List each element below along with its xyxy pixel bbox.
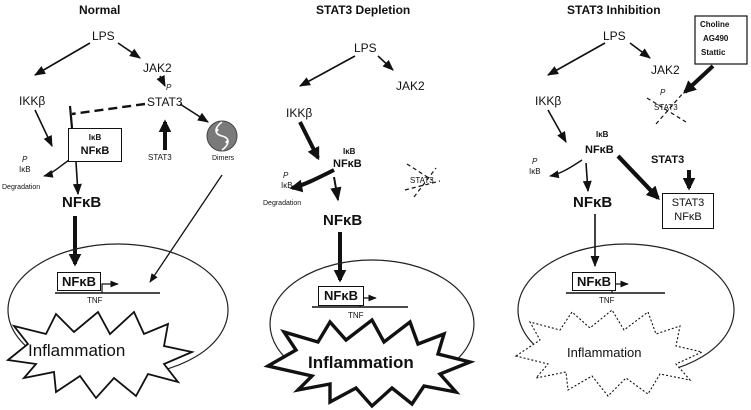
nfkb-nucleus-box: NFκB [318,286,364,306]
arrow-degradation [289,168,335,193]
complex-stat3-label: STAT3 [671,197,705,209]
degradation-label: Degradation [263,200,302,207]
phospho-stat3-p: P [660,88,666,97]
phospho-ikb-p: P [22,155,28,164]
complex-nfkb: NFκB [80,145,110,157]
inhibitor-box [694,15,748,65]
nfkb-nucleus-label: NFκB [62,274,96,289]
phospho-ikb-label: IκB [281,181,293,190]
inhibitor-3: Stattic [701,48,726,57]
complex-ikb: IκB [88,133,102,142]
arrow-lps-jak2 [117,42,141,59]
phospho-ikb-label: IκB [529,167,541,176]
arrow-lps-ikkb [34,42,91,76]
inflammation-label: Inflammation [28,341,126,360]
ikkb-label: IKKβ [535,94,562,108]
inflammation-label: Inflammation [567,345,642,360]
nfkb-nucleus-box: NFκB [572,272,616,291]
arrow-complex-nfkb [582,162,592,193]
complex-ikb: IκB [596,130,609,139]
arrow-ikkb-complex [547,109,567,143]
nfkb-label: NFκB [573,194,613,211]
jak2-label: JAK2 [651,63,680,77]
tnf-label: TNF [348,311,364,320]
arrow-lps-jak2 [629,42,651,59]
arrow-inhibitor-stat3 [683,64,715,94]
arrow-stat3-dimers [179,103,209,123]
lps-label: LPS [354,41,377,55]
ikkb-label: IKKβ [286,106,313,120]
inhibitor-1: Choline [700,20,730,29]
complex-nfkb: NFκB [333,158,362,170]
jak2-label: JAK2 [396,79,425,93]
lps-label: LPS [603,29,626,43]
stat3-lower-label: STAT3 [148,153,172,162]
panel-normal [5,42,238,400]
panel-inhibition [514,15,748,397]
nfkb-nucleus-label: NFκB [577,274,611,289]
inhibition-bar [68,105,74,129]
stat3-crossed-label: STAT3 [410,176,434,185]
lps-label: LPS [92,29,115,43]
inflammation-burst [514,309,704,397]
arrow-dimers-nucleus [149,174,223,283]
degradation-label: Degradation [2,184,41,191]
arrow-complex-nfkb [330,176,342,202]
ikb-nfkb-complex: IκB NFκB [68,128,122,162]
arrow-complex-nfkb [72,161,82,196]
ikkb-label: IKKβ [19,94,46,108]
dimers-label: Dimers [212,155,235,162]
inflammation-burst [5,310,195,400]
stat3-crossed-label: STAT3 [654,103,678,112]
stat3-crossed-top [646,91,687,125]
arrow-complex-stat3nfkb [616,154,660,200]
stat3-label: STAT3 [147,95,183,109]
phospho-label: P [166,83,172,92]
phospho-ikb-p: P [532,157,538,166]
arrow-lps-jak2 [377,55,394,71]
stat3-ikb-inhibition [71,102,146,116]
tnf-label: TNF [599,296,615,305]
arrow-lps-ikkb [299,55,356,87]
arrow-jak2-stat3 [156,74,166,88]
inflammation-burst [263,317,476,409]
arrow-lps-ikkb [547,42,606,76]
stat3-nfkb-complex: STAT3 NFκB [662,193,714,229]
dimers-icon [206,120,238,152]
complex-nfkb: NFκB [585,144,614,156]
panel-title-inhibition: STAT3 Inhibition [567,3,661,17]
nfkb-nucleus-label: NFκB [324,288,358,303]
panel-title-depletion: STAT3 Depletion [316,3,411,17]
panel-depletion [263,55,476,409]
nfkb-label: NFκB [323,212,363,229]
complex-ikb: IκB [343,147,356,156]
phospho-ikb-p: P [283,171,289,180]
stat3-crossed [404,163,441,198]
phospho-ikb-label: IκB [19,165,31,174]
jak2-label: JAK2 [143,61,172,75]
arrow-ikkb-complex [34,109,53,148]
tnf-label: TNF [87,296,103,305]
panel-title-normal: Normal [79,3,121,17]
inhibitor-2: AG490 [703,34,729,43]
arrow-degradation [549,159,583,179]
nfkb-nucleus-box: NFκB [57,272,101,291]
stat3-label: STAT3 [651,154,685,166]
inflammation-label: Inflammation [308,353,414,372]
nfkb-label: NFκB [62,194,102,211]
promoter-arrow [101,280,119,293]
arrow-ikkb-complex [298,121,320,161]
complex-nfkb-label: NFκB [674,211,702,223]
